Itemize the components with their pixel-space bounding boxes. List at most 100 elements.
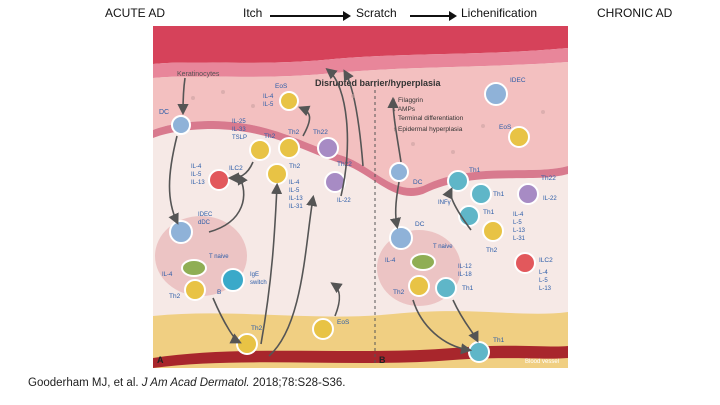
keratinocytes-label: Keratinocytes	[177, 71, 220, 78]
th1-label-b2: Th1	[493, 191, 505, 198]
keratinocyte-texture	[191, 90, 545, 154]
dc-label-b: DC	[413, 179, 423, 186]
th2-cytokine-3: IL-13	[289, 196, 303, 202]
b-cell-a	[221, 268, 245, 292]
th22-cell-b	[517, 183, 539, 205]
acute-ad-label: ACUTE AD	[105, 6, 166, 20]
ad-pathogenesis-diagram: Keratinocytes Disrupted barrier/hyperpla…	[153, 26, 568, 368]
stratum-corneum	[153, 48, 568, 78]
panel-b-label: B	[379, 355, 386, 365]
th1-cell-b4	[435, 277, 457, 299]
il4-label-a: IL-4	[162, 272, 173, 278]
epidermis-layer	[153, 62, 568, 189]
switch-label: switch	[250, 280, 267, 286]
il33-label: IL-33	[232, 127, 246, 133]
th22-label-a2: Th22	[337, 161, 352, 168]
eos-label-a: EoS	[275, 83, 288, 90]
ilc2-label-a: ILC2	[229, 165, 243, 172]
th1-label-b5: Th1	[493, 337, 505, 344]
ilc2-cell-a	[208, 169, 230, 191]
th2-label-a1: Th2	[264, 133, 276, 140]
th22-cell-a1	[317, 137, 339, 159]
il4-label-b: IL-4	[385, 258, 396, 264]
ifng-label: INFγ	[438, 200, 451, 206]
eos-il5: IL-5	[263, 102, 274, 108]
th22-cell-a2	[324, 171, 346, 193]
th1-cytokine-3: L-13	[513, 228, 526, 234]
barrier-item-4: ↑ Epidermal hyperplasia	[393, 126, 463, 133]
barrier-item-3: ↓ Terminal differentiation	[393, 115, 464, 122]
ddc-label-a: dDC	[198, 220, 211, 226]
tslp-label: TSLP	[232, 135, 247, 141]
ilc2-cell-b	[514, 252, 536, 274]
b-cell-label: B	[217, 289, 221, 296]
barrier-item-1: ↓ Filaggrin	[393, 97, 423, 104]
th2-label-a5: Th2	[251, 325, 263, 332]
th2-cell-a1	[249, 139, 271, 161]
th1-label-b1: Th1	[469, 167, 481, 174]
il25-label: IL-25	[232, 119, 246, 125]
th1-cytokine-1: IL-4	[513, 212, 524, 218]
dc-cell-a	[171, 115, 191, 135]
blood-vessel-label: Blood vessel	[525, 359, 559, 365]
idec-cell-a	[169, 220, 193, 244]
ilc2-label-b: ILC2	[539, 257, 553, 264]
th2-label-a2: Th2	[288, 129, 300, 136]
th22-label-a1: Th22	[313, 129, 328, 136]
th2-label-a3: Th2	[289, 163, 301, 170]
th1-cytokine-2: L-5	[513, 220, 522, 226]
th1-cell-b2	[470, 183, 492, 205]
scratch-to-lichenification-arrow	[410, 11, 457, 21]
t-naive-label-a: T naive	[209, 254, 229, 260]
migration-arrows	[168, 67, 479, 357]
eos-label-b: EoS	[499, 124, 512, 131]
th2-label-b1: Th2	[486, 247, 498, 254]
th2-cell-a2	[278, 137, 300, 159]
th22-label-b: Th22	[541, 175, 556, 182]
th2-cell-b2	[408, 275, 430, 297]
th1-cell-b1	[447, 170, 469, 192]
il22-label-a: IL-22	[337, 198, 351, 204]
il22-label-b: IL-22	[543, 196, 557, 202]
lichenification-label: Lichenification	[461, 6, 538, 20]
ilc2-il5: IL-5	[191, 172, 202, 178]
ilc2-cytokine-2: L-5	[539, 278, 548, 284]
il12-label: IL-12	[458, 264, 472, 270]
il18-label: IL-18	[458, 272, 472, 278]
th1-cytokine-4: L-31	[513, 236, 526, 242]
citation-authors: Gooderham MJ, et al.	[28, 377, 139, 389]
dc-label-b2: DC	[415, 221, 425, 228]
eos-il4: IL-4	[263, 94, 274, 100]
th2-cytokine-4: IL-31	[289, 204, 303, 210]
th2-label-b2: Th2	[393, 289, 405, 296]
idec-label-a: IDEC	[198, 212, 213, 218]
chronic-ad-label: CHRONIC AD	[597, 6, 673, 20]
th2-cytokine-1: IL-4	[289, 180, 300, 186]
t-naive-cell-a	[181, 259, 207, 277]
ilc2-cytokine-3: L-13	[539, 286, 552, 292]
th1-label-b3: Th1	[483, 209, 495, 216]
ilc2-cytokine-1: L-4	[539, 270, 548, 276]
t-naive-label-b: T naive	[433, 244, 453, 250]
eos-cell-a2	[312, 318, 334, 340]
th2-cell-b1	[482, 220, 504, 242]
eos-cell-a	[279, 91, 299, 111]
itch-to-scratch-arrow	[270, 11, 351, 21]
th2-cell-a5	[236, 333, 258, 355]
dc-cell-b	[389, 162, 409, 182]
th1-cell-b5	[468, 341, 490, 363]
ilc2-il4: IL-4	[191, 164, 202, 170]
idec-label-b-top: IDEC	[510, 77, 526, 84]
scratch-label: Scratch	[356, 6, 397, 20]
th1-label-b4: Th1	[462, 285, 474, 292]
ige-label: IgE	[250, 272, 259, 278]
th2-cytokine-2: IL-5	[289, 188, 300, 194]
dc-label-a: DC	[159, 109, 169, 116]
t-naive-cell-b	[410, 253, 436, 271]
citation-journal: J Am Acad Dermatol.	[141, 377, 250, 389]
th2-cell-a4	[184, 279, 206, 301]
barrier-item-2: ↓ AMPs	[393, 106, 416, 113]
th2-cell-a3	[266, 163, 288, 185]
idec-cell-b	[389, 226, 413, 250]
disrupted-barrier-title: Disrupted barrier/hyperplasia	[315, 78, 442, 88]
